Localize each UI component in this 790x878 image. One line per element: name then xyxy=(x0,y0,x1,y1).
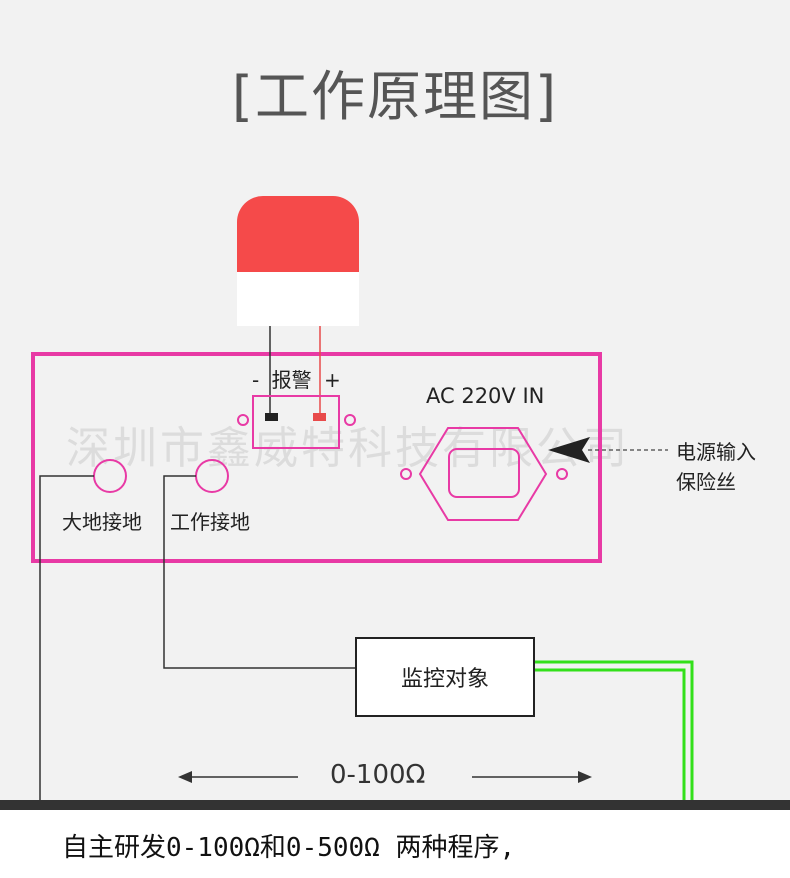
fuse-label-line1: 电源输入 xyxy=(676,440,756,464)
ac-screw-right xyxy=(556,468,568,480)
ac-input-label: AC 220V IN xyxy=(426,384,545,408)
earth-ground-terminal xyxy=(93,459,127,493)
alarm-terminal-negative xyxy=(265,413,278,421)
footer-caption: 自主研发0-100Ω和0-500Ω 两种程序, xyxy=(62,833,516,863)
alarm-minus-sign: - xyxy=(252,368,260,392)
terminal-screw-right xyxy=(344,414,356,426)
work-ground-wire xyxy=(163,475,355,669)
alarm-text: 报警 xyxy=(271,368,312,392)
device-panel xyxy=(31,352,602,563)
work-ground-terminal xyxy=(195,459,229,493)
green-wire-outer xyxy=(533,660,694,802)
work-ground-label: 工作接地 xyxy=(170,510,250,534)
terminal-screw-left xyxy=(237,414,249,426)
ac-screw-left xyxy=(400,468,412,480)
fuse-label-line2: 保险丝 xyxy=(676,470,736,494)
ac-socket-inner xyxy=(448,448,520,498)
range-arrow-left-head xyxy=(178,771,192,783)
alarm-label: - 报警 + xyxy=(252,364,341,393)
watermark: 深圳市鑫威特科技有限公司 xyxy=(66,423,630,474)
alarm-light-base xyxy=(237,272,359,326)
fuse-label: 电源输入 保险丝 xyxy=(676,437,756,497)
earth-ground-label: 大地接地 xyxy=(62,510,142,534)
alarm-terminal-block xyxy=(252,395,340,449)
alarm-light-red-cap xyxy=(237,196,359,272)
resistance-range-label: 0-100Ω xyxy=(330,760,426,790)
ground-bar xyxy=(0,800,790,810)
monitor-target-box: 监控对象 xyxy=(355,637,535,717)
monitor-target-label: 监控对象 xyxy=(400,667,489,692)
range-arrow-right-head xyxy=(578,771,592,783)
footer-area xyxy=(0,810,790,878)
page-title: [工作原理图] xyxy=(231,65,559,128)
ac-socket-outline xyxy=(418,427,548,521)
alarm-terminal-positive xyxy=(313,413,326,421)
alarm-plus-sign: + xyxy=(323,368,341,392)
green-wire-inner xyxy=(533,668,686,802)
fuse-arrow-head xyxy=(548,437,590,463)
earth-ground-wire xyxy=(39,475,94,810)
